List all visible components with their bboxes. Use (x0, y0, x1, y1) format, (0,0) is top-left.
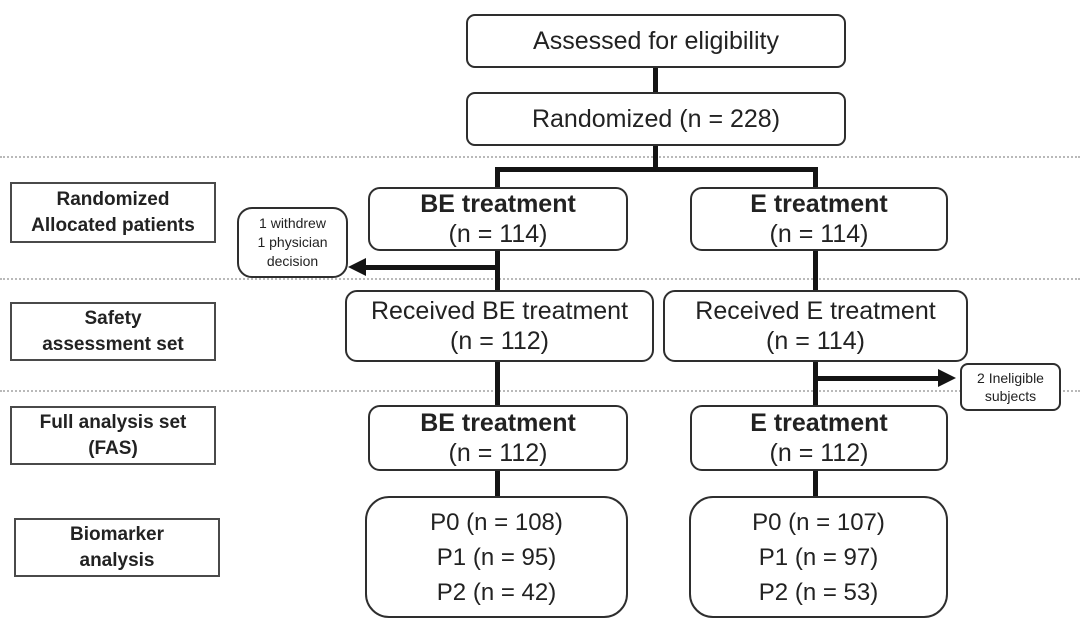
stage-alloc-line2: Allocated patients (31, 214, 195, 236)
connector-be-alloc-received (495, 250, 500, 292)
be-treatment-fas-box: BE treatment (n = 112) (368, 405, 628, 471)
be-bio-p1: P1 (n = 95) (436, 543, 557, 571)
connector-branch-to-be (495, 167, 500, 189)
be-allocated-title: BE treatment (420, 190, 576, 218)
withdrew-line2: 1 physician (257, 234, 328, 250)
e-allocated-title: E treatment (750, 190, 888, 218)
e-allocated-n: (n = 114) (769, 220, 869, 248)
withdrew-line1: 1 withdrew (259, 215, 326, 231)
stage-bio-line1: Biomarker (70, 523, 164, 545)
be-fas-n: (n = 112) (448, 439, 548, 467)
e-bio-p1: P1 (n = 97) (758, 543, 879, 571)
stage-label-safety-assessment: Safety assessment set (10, 302, 216, 361)
e-fas-title: E treatment (750, 409, 888, 437)
connector-e-alloc-received (813, 250, 818, 292)
received-e-n: (n = 114) (766, 327, 865, 355)
section-separator-2 (0, 278, 1080, 280)
assessed-label: Assessed for eligibility (533, 27, 779, 55)
connector-be-received-fas (495, 360, 500, 407)
assessed-for-eligibility-box: Assessed for eligibility (466, 14, 846, 68)
connector-assessed-randomized (653, 66, 658, 95)
stage-label-randomized-allocated: Randomized Allocated patients (10, 182, 216, 243)
e-bio-p2: P2 (n = 53) (758, 578, 879, 606)
connector-branch-horizontal (495, 167, 818, 172)
withdrew-line3: decision (266, 253, 319, 269)
received-be-treatment-box: Received BE treatment (n = 112) (345, 290, 654, 362)
section-separator-1 (0, 156, 1080, 158)
stage-label-full-analysis-set: Full analysis set (FAS) (10, 406, 216, 465)
connector-e-received-fas (813, 360, 818, 407)
received-be-n: (n = 112) (450, 327, 549, 355)
stage-label-biomarker-analysis: Biomarker analysis (14, 518, 220, 577)
ineligible-arrowhead-icon (938, 369, 956, 387)
e-treatment-fas-box: E treatment (n = 112) (690, 405, 948, 471)
stage-safety-line1: Safety (84, 307, 142, 329)
connector-be-fas-biomarker (495, 469, 500, 498)
connector-branch-to-e (813, 167, 818, 189)
e-treatment-allocated-box: E treatment (n = 114) (690, 187, 948, 251)
be-bio-p2: P2 (n = 42) (436, 578, 557, 606)
withdrawal-reasons-box: 1 withdrew 1 physician decision (237, 207, 348, 278)
e-fas-n: (n = 112) (769, 439, 869, 467)
section-separator-3 (0, 390, 1080, 392)
received-e-title: Received E treatment (695, 297, 936, 325)
be-biomarker-analysis-box: P0 (n = 108) P1 (n = 95) P2 (n = 42) (365, 496, 628, 618)
be-bio-p0: P0 (n = 108) (430, 508, 563, 536)
be-allocated-n: (n = 114) (448, 220, 548, 248)
be-fas-title: BE treatment (420, 409, 576, 437)
e-bio-p0: P0 (n = 107) (752, 508, 885, 536)
ineligible-arrow-line (815, 376, 939, 381)
stage-safety-line2: assessment set (42, 333, 184, 355)
received-be-title: Received BE treatment (370, 297, 629, 325)
ineligible-line1: 2 Ineligible (977, 370, 1044, 386)
be-treatment-allocated-box: BE treatment (n = 114) (368, 187, 628, 251)
connector-e-fas-biomarker (813, 469, 818, 498)
stage-bio-line2: analysis (79, 549, 155, 571)
ineligible-line2: subjects (984, 388, 1037, 404)
connector-randomized-branch (653, 145, 658, 172)
withdrawal-arrow-line (364, 265, 498, 270)
received-e-treatment-box: Received E treatment (n = 114) (663, 290, 968, 362)
withdrawal-arrowhead-icon (348, 258, 366, 276)
stage-fas-line1: Full analysis set (39, 411, 187, 433)
stage-alloc-line1: Randomized (56, 188, 170, 210)
stage-fas-line2: (FAS) (88, 437, 138, 459)
randomized-label: Randomized (n = 228) (531, 105, 781, 133)
e-biomarker-analysis-box: P0 (n = 107) P1 (n = 97) P2 (n = 53) (689, 496, 948, 618)
randomized-box: Randomized (n = 228) (466, 92, 846, 146)
ineligible-subjects-box: 2 Ineligible subjects (960, 363, 1061, 411)
